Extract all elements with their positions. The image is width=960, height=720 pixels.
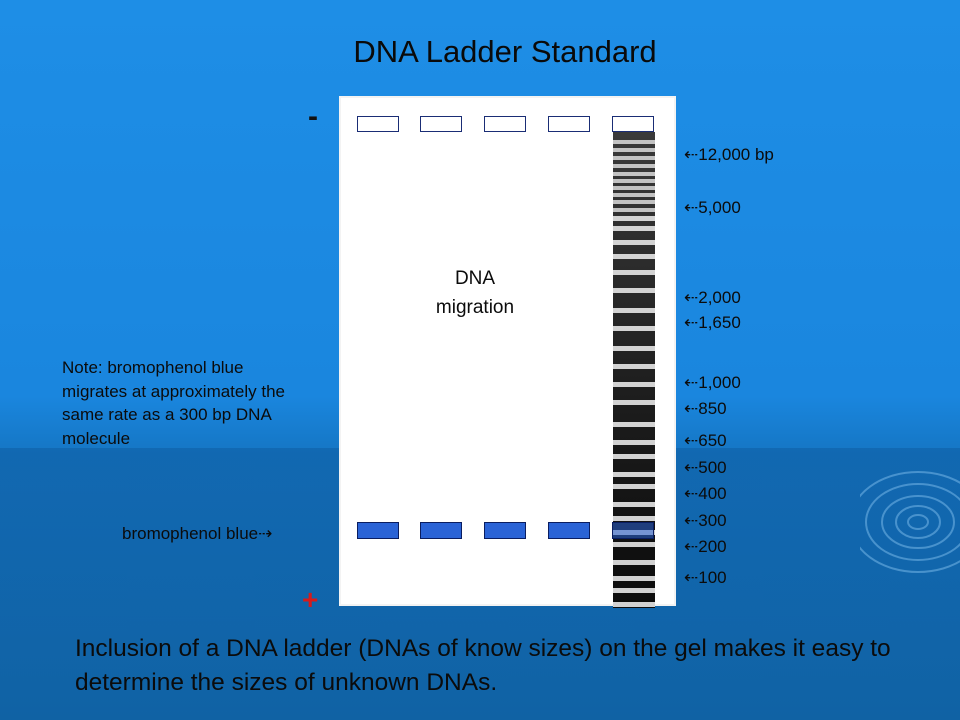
- ladder-band: [613, 454, 655, 459]
- ladder-band: [613, 502, 655, 507]
- bromophenol-blue-label: bromophenol blue⇢: [122, 524, 272, 544]
- ladder-band: [613, 148, 655, 152]
- ladder-band: [613, 270, 655, 275]
- ladder-band: [613, 484, 655, 489]
- dye-band-lane-5: [612, 522, 654, 539]
- dye-band-lane-3: [484, 522, 526, 539]
- bromophenol-blue-text: bromophenol blue: [122, 524, 259, 543]
- ladder-size-label: ⇠5,000: [684, 198, 741, 218]
- left-arrow-icon: ⇠: [684, 313, 699, 332]
- ladder-size-text: 1,000: [698, 373, 741, 392]
- ladder-band: [613, 186, 655, 190]
- ladder-size-text: 1,650: [698, 313, 741, 332]
- ladder-size-label: ⇠300: [684, 511, 727, 531]
- dye-band-lane-1: [357, 522, 399, 539]
- gel-diagram: [339, 96, 676, 608]
- caption-text: Inclusion of a DNA ladder (DNAs of know …: [75, 635, 891, 696]
- ladder-band: [613, 288, 655, 293]
- ladder-band: [613, 472, 655, 477]
- ladder-band: [613, 364, 655, 369]
- left-arrow-icon: ⇠: [684, 537, 699, 556]
- slide-title: DNA Ladder Standard: [353, 34, 657, 69]
- dna-ladder-lane: [613, 132, 655, 608]
- ladder-band: [613, 422, 655, 427]
- ladder-size-text: 500: [698, 458, 727, 477]
- dye-band-lane-2: [420, 522, 462, 539]
- ladder-size-label: ⇠2,000: [684, 288, 741, 308]
- ladder-size-label: ⇠650: [684, 431, 727, 451]
- ladder-band: [613, 326, 655, 331]
- left-arrow-icon: ⇠: [684, 145, 699, 164]
- ladder-band: [613, 208, 655, 212]
- ladder-band: [613, 602, 655, 607]
- dye-band-lane-4: [548, 522, 590, 539]
- ladder-band: [613, 200, 655, 204]
- well-lane-4: [548, 116, 590, 132]
- ladder-band: [613, 240, 655, 245]
- left-arrow-icon: ⇠: [684, 373, 699, 392]
- ladder-size-label: ⇠850: [684, 399, 727, 419]
- ladder-band: [613, 226, 655, 231]
- well-lane-1: [357, 116, 399, 132]
- right-arrow-icon: ⇢: [258, 524, 273, 543]
- ladder-band: [613, 308, 655, 313]
- left-arrow-icon: ⇠: [684, 288, 699, 307]
- ladder-size-text: 200: [698, 537, 727, 556]
- ladder-size-label: ⇠400: [684, 484, 727, 504]
- left-arrow-icon: ⇠: [684, 568, 699, 587]
- ladder-band: [613, 382, 655, 387]
- ladder-size-text: 850: [698, 399, 727, 418]
- ladder-size-label: ⇠200: [684, 537, 727, 557]
- ladder-size-text: 300: [698, 511, 727, 530]
- ladder-size-label: ⇠1,000: [684, 373, 741, 393]
- ladder-size-text: 5,000: [698, 198, 741, 217]
- ladder-size-text: 2,000: [698, 288, 741, 307]
- ladder-band: [613, 172, 655, 176]
- ladder-band: [613, 542, 655, 547]
- left-arrow-icon: ⇠: [684, 399, 699, 418]
- ladder-size-text: 400: [698, 484, 727, 503]
- well-lane-5: [612, 116, 654, 132]
- left-arrow-icon: ⇠: [684, 198, 699, 217]
- water-ripple-decoration: [860, 471, 960, 573]
- ladder-band: [613, 440, 655, 445]
- ladder-size-text: 12,000 bp: [698, 145, 774, 164]
- ladder-band: [613, 216, 655, 221]
- ladder-band: [613, 588, 655, 593]
- ladder-band: [613, 516, 655, 521]
- ladder-band: [613, 576, 655, 581]
- ladder-band: [613, 140, 655, 144]
- left-arrow-icon: ⇠: [684, 484, 699, 503]
- ladder-band: [613, 560, 655, 565]
- dna-migration-label: DNA migration: [405, 264, 545, 322]
- ladder-size-label: ⇠1,650: [684, 313, 741, 333]
- ladder-band: [613, 156, 655, 160]
- well-lane-3: [484, 116, 526, 132]
- migration-label-line-1: DNA: [454, 268, 496, 289]
- ladder-band: [613, 400, 655, 405]
- migration-label-line-2: migration: [435, 297, 515, 318]
- left-arrow-icon: ⇠: [684, 431, 699, 450]
- left-arrow-icon: ⇠: [684, 458, 699, 477]
- ladder-band: [613, 254, 655, 259]
- ladder-size-label: ⇠12,000 bp: [684, 145, 774, 165]
- positive-electrode-sign: +: [302, 584, 319, 615]
- well-lane-2: [420, 116, 462, 132]
- ladder-size-label: ⇠500: [684, 458, 727, 478]
- bromophenol-note: Note: bromophenol blue migrates at appro…: [62, 358, 285, 448]
- ladder-band: [613, 164, 655, 168]
- ladder-band: [613, 179, 655, 183]
- ladder-size-text: 650: [698, 431, 727, 450]
- ladder-size-text: 100: [698, 568, 727, 587]
- ladder-band: [613, 193, 655, 197]
- left-arrow-icon: ⇠: [684, 511, 699, 530]
- ladder-band: [613, 346, 655, 351]
- down-arrow-icon: [470, 326, 482, 396]
- ladder-size-label: ⇠100: [684, 568, 727, 588]
- negative-electrode-sign: -: [308, 100, 318, 133]
